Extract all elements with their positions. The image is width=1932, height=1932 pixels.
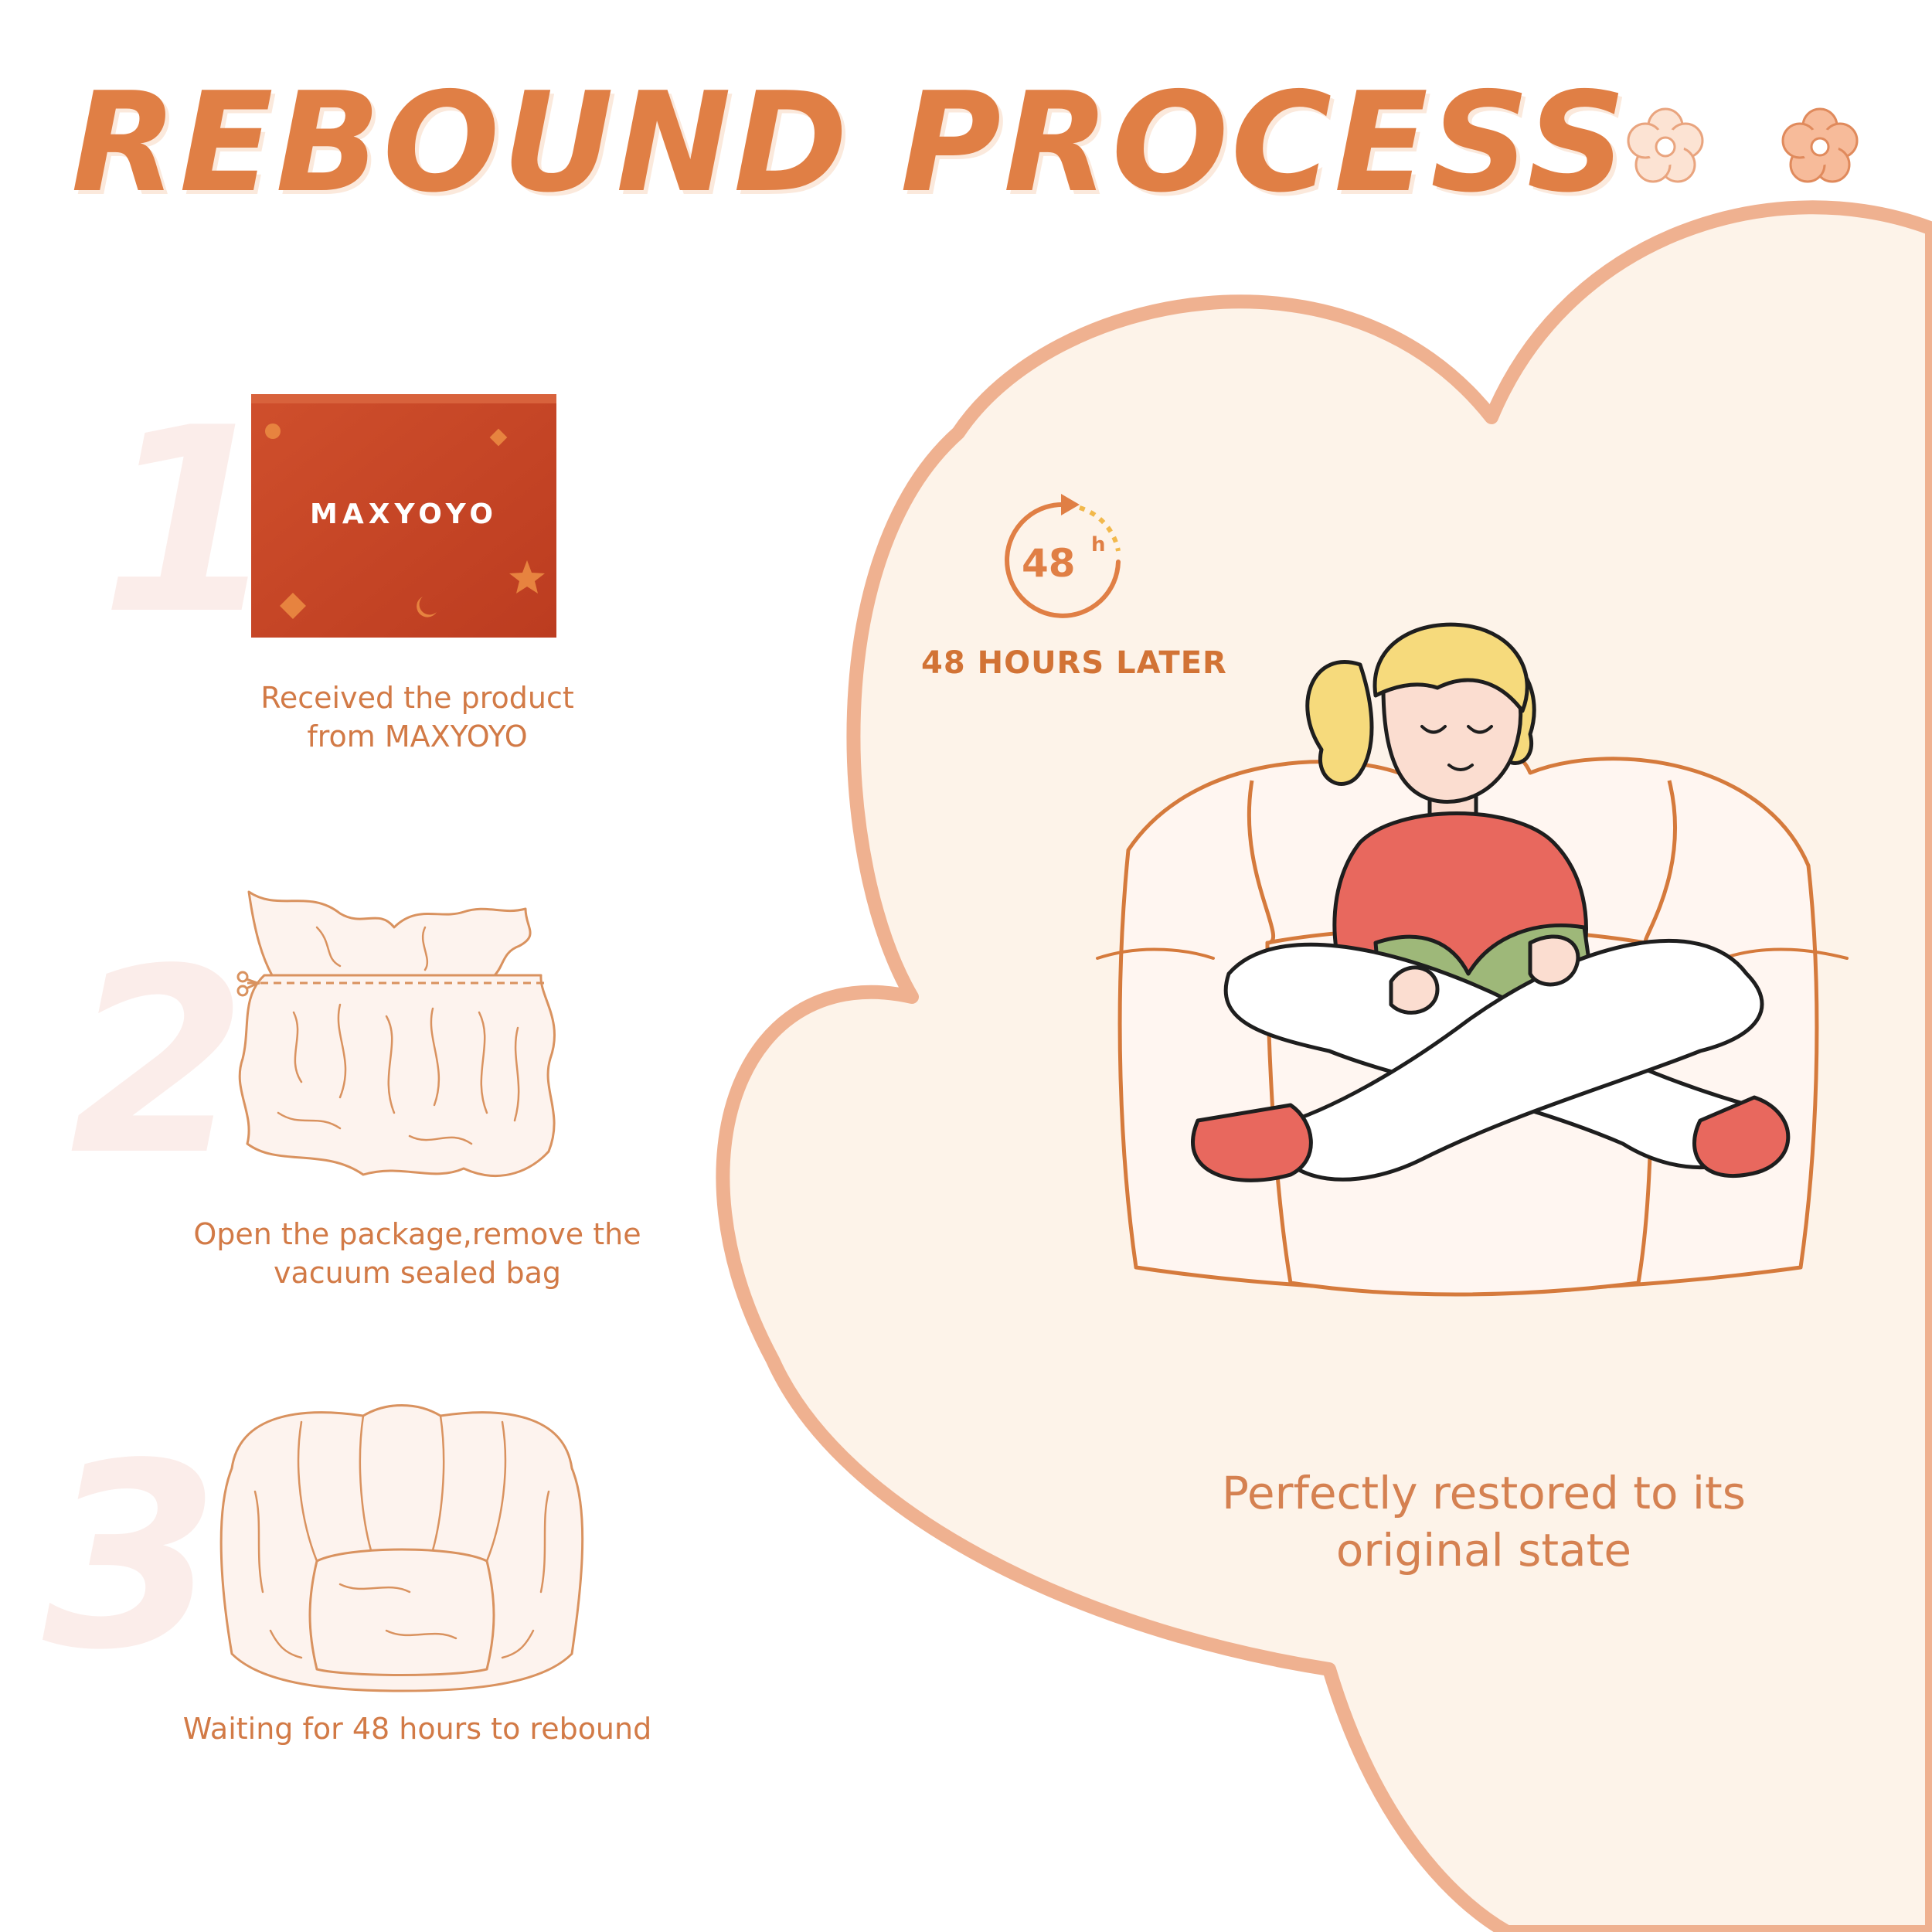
step-3-caption: Waiting for 48 hours to rebound: [182, 1712, 652, 1746]
flower-icon: [1627, 107, 1704, 183]
page-title: REBOUND PROCESS: [71, 63, 1628, 223]
flower-icon: [1781, 107, 1859, 183]
girl-reading: [1191, 622, 1791, 1182]
moon-icon: [417, 597, 437, 617]
product-box: MAXYOYO: [251, 394, 556, 638]
star-icon: [509, 560, 545, 594]
clock-arrow-icon: [1005, 494, 1121, 618]
timer-value: 48: [1022, 541, 1076, 586]
timer-unit: h: [1091, 533, 1106, 556]
final-caption: Perfectly restored to its original state: [1222, 1467, 1746, 1577]
vacuum-bag-illustration: [236, 890, 556, 1177]
timer-label: 48 HOURS LATER: [921, 645, 1227, 681]
step-1-caption: Received the product from MAXYOYO: [260, 681, 574, 753]
restored-chair-illustration: [1096, 622, 1849, 1297]
step-number-2: 2: [70, 914, 247, 1211]
box-logo: MAXYOYO: [310, 498, 498, 530]
scissors-icon: [236, 971, 260, 997]
step-number-1: 1: [100, 373, 278, 670]
step-number-3: 3: [43, 1409, 220, 1706]
wrinkled-chair-illustration: [219, 1404, 584, 1692]
step-2-caption: Open the package,remove the vacuum seale…: [193, 1217, 641, 1290]
